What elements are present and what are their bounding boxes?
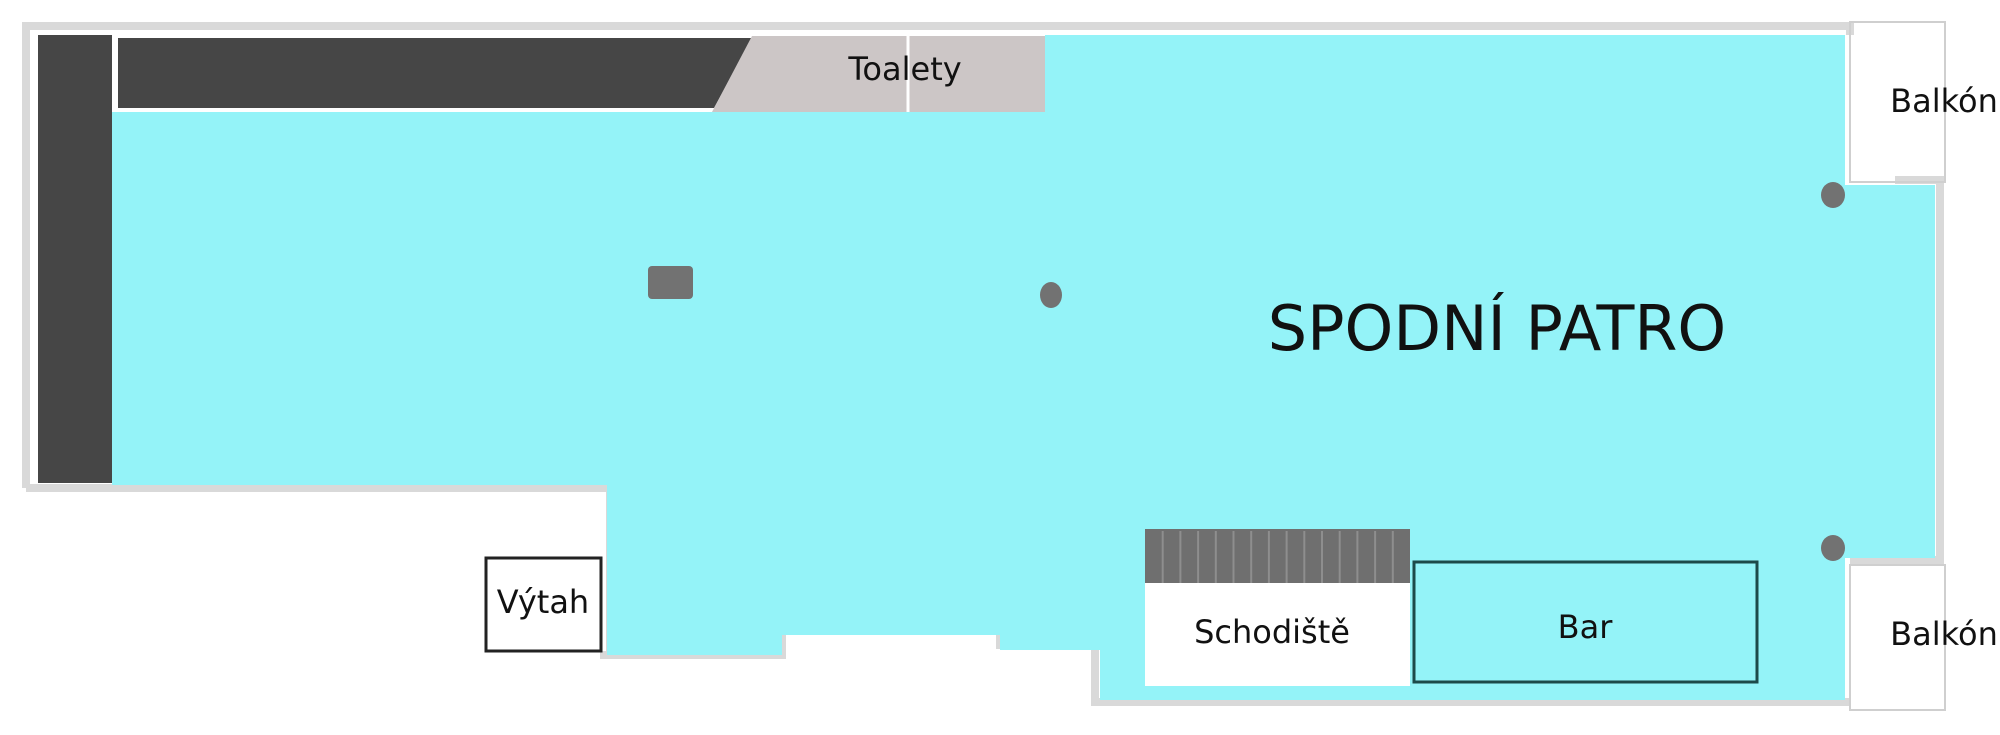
balcony-bottom-label: Balkón <box>1890 615 1998 653</box>
thin-outlines <box>1849 21 1946 711</box>
stairs <box>1145 529 1410 686</box>
staircase-label: Schodiště <box>1194 613 1350 651</box>
dark-wall-top <box>118 38 752 108</box>
bar-label: Bar <box>1558 608 1614 646</box>
balcony-top-label: Balkón <box>1890 82 1998 120</box>
stairs-floor-gap <box>1100 582 1143 686</box>
pillar-square <box>648 266 693 299</box>
dark-wall-left <box>38 35 112 483</box>
main-floor-area <box>112 35 1935 700</box>
elevator-label: Výtah <box>497 583 589 621</box>
elevator-box <box>484 556 603 653</box>
pillar-round <box>1040 282 1062 308</box>
pillar-round <box>1821 182 1845 208</box>
bar-counter <box>1412 560 1759 684</box>
pillar-round <box>1821 535 1845 561</box>
toilets-label: Toalety <box>847 50 961 88</box>
floor-title: SPODNÍ PATRO <box>1268 292 1726 365</box>
toilets-area <box>712 36 1045 112</box>
